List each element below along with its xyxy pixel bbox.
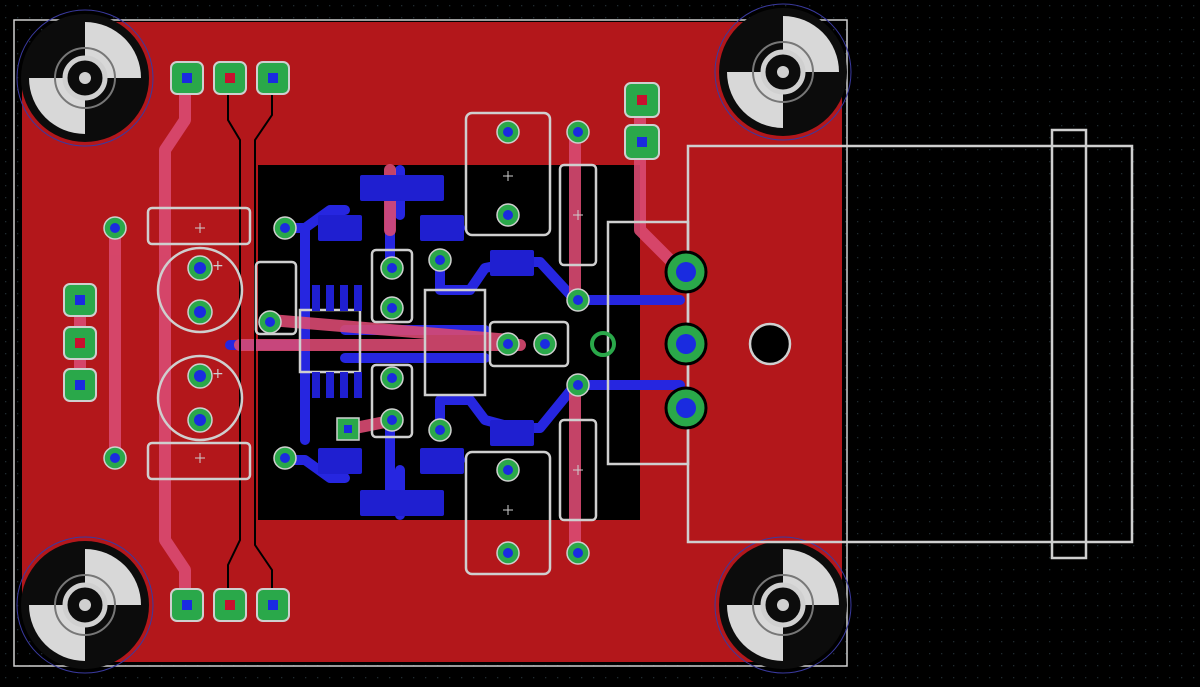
mount-holes [16,3,852,674]
pad-square [256,61,290,95]
polarity-marks: + + [212,258,224,382]
pad-round [187,255,213,281]
pad-signal [213,61,247,95]
mount-hole [16,536,154,674]
pad-round [380,256,404,280]
pad-round [566,288,590,312]
smd-pads [312,175,534,516]
pad-square [256,588,290,622]
pad-round [187,363,213,389]
ic-lead [326,372,334,398]
pad-round [496,203,520,227]
pad-round [187,407,213,433]
pad-round [566,373,590,397]
smd-pad [490,250,534,276]
top-layer-traces [74,72,686,611]
smd-pad [360,490,404,516]
pad-round [428,248,452,272]
ic-lead [312,372,320,398]
smd-pad [490,420,534,446]
smd-pad [360,175,404,201]
pad-signal [624,82,660,118]
ic-lead [326,285,334,311]
smd-pad [420,215,464,241]
pad-round [258,310,282,334]
pad-signal [213,588,247,622]
pad-round [566,120,590,144]
pad-square [170,588,204,622]
smd-pad [318,448,362,474]
mount-hole [714,3,852,141]
isolation-tracks [227,78,273,605]
pad-square [63,283,97,317]
pad-signal [63,326,97,360]
pad-round [496,120,520,144]
pad-round [496,332,520,356]
smd-pad [400,490,444,516]
pad-square [170,61,204,95]
through-hole-pads [63,61,708,622]
pad-square [63,368,97,402]
pad-round [428,418,452,442]
mount-hole [714,536,852,674]
ic-lead [340,372,348,398]
connector-pin [664,386,708,430]
mount-hole [16,9,154,147]
connector-pin [664,250,708,294]
pad-square [624,124,660,160]
pad-round [273,216,297,240]
ic-lead [354,285,362,311]
pad-round [496,458,520,482]
pad-round [380,296,404,320]
pad-round [380,366,404,390]
pad-round [380,408,404,432]
silkscreen-components [146,111,598,576]
smd-pad [318,215,362,241]
pad-round [103,446,127,470]
pad-round [496,541,520,565]
pad-round [566,541,590,565]
board-outline [13,19,848,667]
cap-top-plus: + [212,258,224,274]
connector-pin [664,322,708,366]
ic-lead [354,372,362,398]
pad-round [103,216,127,240]
pad-round [273,446,297,470]
ic-lead [312,285,320,311]
pad-round [533,332,557,356]
ic-lead [340,285,348,311]
smd-pad [420,448,464,474]
cap-bottom-plus: + [212,366,224,382]
pad-square-small [336,417,360,441]
smd-pad [400,175,444,201]
origin-markers [195,171,583,515]
pad-round [187,299,213,325]
